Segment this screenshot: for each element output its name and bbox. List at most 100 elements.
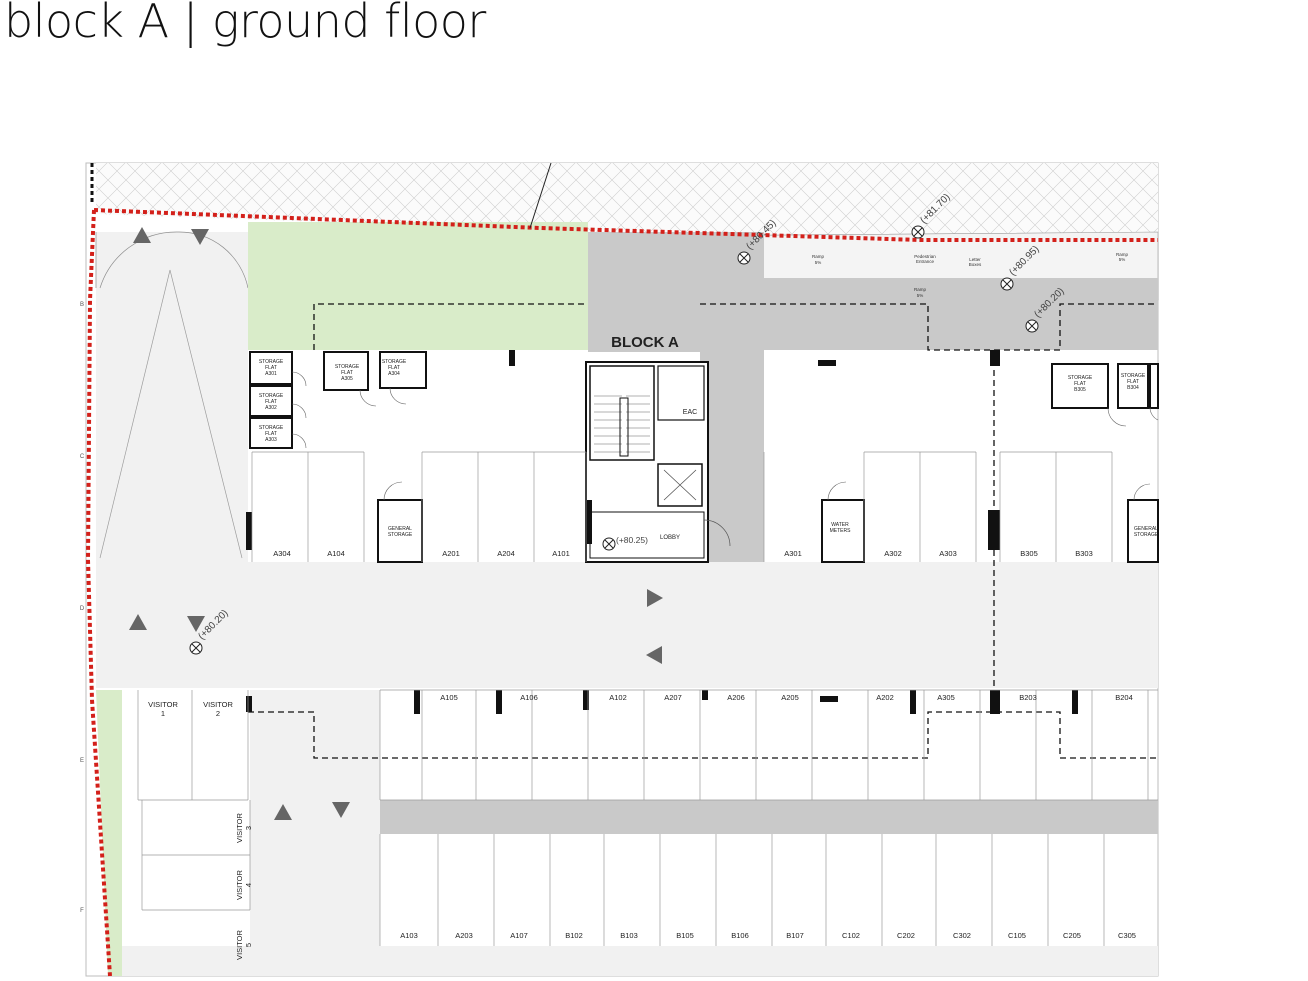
- ramp1-pct: 5%: [815, 260, 822, 265]
- bay-label: A201: [442, 549, 460, 558]
- level-marker-crosses: [191, 227, 1037, 653]
- general-storage-right-label-1: GENERAL: [1134, 526, 1158, 532]
- garden-area: [248, 222, 588, 350]
- left-road: [96, 232, 248, 562]
- storage-a302-line1: STORAGE: [259, 393, 284, 399]
- storage-rooms-left: [249, 351, 427, 449]
- visitor-number: 3: [244, 826, 253, 830]
- eac-room: [657, 365, 705, 421]
- road-lines: [99, 269, 243, 559]
- water-meters-label-2: METERS: [830, 528, 852, 534]
- bay-label: C105: [1008, 931, 1026, 940]
- storage-b305-line2: FLAT: [1074, 381, 1086, 387]
- storage-a305-line1: STORAGE: [335, 364, 360, 370]
- grid-letters: B C D E F: [80, 302, 85, 914]
- storage-b305-line3: B305: [1074, 387, 1086, 393]
- storage-b304-line3: B304: [1127, 385, 1139, 391]
- bay-label: A103: [400, 931, 418, 940]
- storage-b304-line2: FLAT: [1127, 379, 1139, 385]
- bay-label: A305: [937, 693, 955, 702]
- storage-doors-right: [1107, 407, 1159, 427]
- parking-bays-row1: [251, 451, 1113, 562]
- visitor-label: VISITOR: [235, 812, 244, 842]
- storage-rooms-right: [1051, 363, 1159, 409]
- visitor-number: 5: [244, 943, 253, 947]
- bay-label: B204: [1115, 693, 1133, 702]
- bay-label: A102: [609, 693, 627, 702]
- ramp2-pct: 5%: [917, 293, 924, 298]
- eac-label: EAC: [683, 409, 697, 416]
- bay-label: C302: [953, 931, 971, 940]
- bay-label: A206: [727, 693, 745, 702]
- ramp3-pct: 5%: [1119, 257, 1126, 262]
- stair-treads: [594, 395, 650, 457]
- parking-labels-row3: A103 A203 A107 B102 B103 B105 B106 B107 …: [400, 931, 1136, 940]
- storage-a305-line2: FLAT: [341, 370, 353, 376]
- storage-b305-line1: STORAGE: [1068, 375, 1093, 381]
- entrance-label: Entrance: [916, 259, 935, 264]
- boxes-label: Boxes: [969, 262, 982, 267]
- stair: [589, 365, 655, 461]
- grid-letter-b: B: [80, 302, 84, 308]
- storage-a303-line3: A303: [265, 437, 277, 443]
- bay-label: A204: [497, 549, 515, 558]
- visitor-bays: [137, 690, 251, 911]
- level-label: (+80.25): [616, 535, 648, 545]
- ramp1-label: Ramp: [812, 254, 825, 259]
- visitor-label: VISITOR: [148, 700, 178, 709]
- storage-a301-line3: A301: [265, 371, 277, 377]
- grid-letter-d: D: [80, 606, 85, 612]
- bay-label: A301: [784, 549, 802, 558]
- lift-cross: [663, 469, 697, 501]
- grey-corridor: [700, 350, 764, 562]
- letter-label: Letter: [969, 257, 981, 262]
- bay-label: A104: [327, 549, 345, 558]
- driveway-south: [250, 690, 380, 976]
- garden-strip: [96, 690, 122, 976]
- visitor-label: VISITOR: [235, 929, 244, 959]
- storage-labels: STORAGE FLAT A301 STORAGE FLAT A302 STOR…: [259, 359, 1146, 443]
- bay-label: A101: [552, 549, 570, 558]
- visitor-label: VISITOR: [235, 869, 244, 899]
- storage-a301-line2: FLAT: [265, 365, 277, 371]
- storage-a301-line1: STORAGE: [259, 359, 284, 365]
- bay-label: A304: [273, 549, 291, 558]
- storage-a304-line3: A304: [388, 371, 400, 377]
- bay-label: C102: [842, 931, 860, 940]
- parking-labels-row2: A105 A106 A102 A207 A206 A205 A202 A305 …: [440, 693, 1133, 702]
- storage-a303-line2: FLAT: [265, 431, 277, 437]
- bay-label: B102: [565, 931, 583, 940]
- visitor-number: 1: [161, 709, 165, 718]
- driveway: [248, 562, 1158, 688]
- driveway-left: [96, 562, 248, 688]
- bay-label: A203: [455, 931, 473, 940]
- water-meters-label-1: WATER: [831, 522, 849, 528]
- bay-label: A303: [939, 549, 957, 558]
- bay-label: B103: [620, 931, 638, 940]
- storage-a302-line3: A302: [265, 405, 277, 411]
- storage-a302-line2: FLAT: [265, 399, 277, 405]
- storage-a304-line2: FLAT: [388, 365, 400, 371]
- visitor-labels: VISITOR 1 VISITOR 2 VISITOR 3 VISITOR 4 …: [148, 700, 253, 960]
- visitor-number: 4: [244, 883, 253, 887]
- visitor-number: 2: [216, 709, 220, 718]
- direction-arrows: [129, 227, 663, 820]
- pavement-hatch: [96, 163, 1158, 236]
- storage-a303-line1: STORAGE: [259, 425, 284, 431]
- grey-walkway: [700, 278, 1158, 350]
- parking-bays-row3: [379, 834, 1105, 946]
- ramp2-label: Ramp: [914, 287, 927, 292]
- general-storage-label-2: STORAGE: [388, 532, 413, 538]
- bay-label: A106: [520, 693, 538, 702]
- grid-letter-f: F: [80, 908, 84, 914]
- bay-label: C205: [1063, 931, 1081, 940]
- storage-a305-line3: A305: [341, 376, 353, 382]
- bay-label: C202: [897, 931, 915, 940]
- bottom-road: [122, 946, 1158, 976]
- bay-label: B106: [731, 931, 749, 940]
- visitor-label: VISITOR: [203, 700, 233, 709]
- parking-labels-row1: A304 A104 A201 A204 A101 A301 A302 A303 …: [273, 549, 1093, 558]
- site-boundary: [85, 208, 1158, 977]
- page-title: block A | ground floor: [4, 0, 486, 48]
